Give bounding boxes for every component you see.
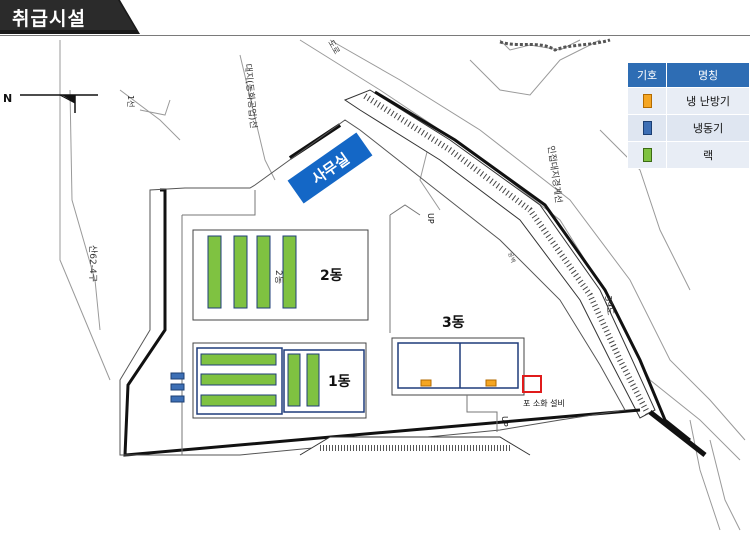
road-topmost-label: 도로	[326, 39, 341, 56]
fire-equipment-label: 포 소화 설비	[523, 398, 565, 408]
legend-header-symbol: 기호	[626, 62, 668, 88]
rack	[256, 235, 271, 309]
legend-name: 냉 난방기	[666, 87, 750, 115]
rack	[200, 373, 277, 386]
gate-line	[648, 410, 707, 457]
boundary-line-left	[123, 188, 641, 457]
legend-table: 기호 명칭 냉 난방기 냉동기 랙	[626, 62, 750, 169]
road-top-label: 대지(동화공업)선	[242, 63, 259, 129]
building-3-label: 3동	[442, 315, 465, 331]
rack-symbol-icon	[642, 148, 652, 162]
building-1-room-a	[196, 347, 283, 415]
north-arrow: N	[3, 92, 98, 113]
rack	[306, 353, 320, 407]
building-2	[192, 229, 369, 321]
rack	[233, 235, 248, 309]
freezer-unit	[170, 372, 185, 380]
legend-symbol-cell	[626, 141, 668, 169]
up-ramp-2	[466, 395, 498, 432]
legend-symbol-cell	[626, 114, 668, 142]
building-3-rooms	[397, 342, 519, 389]
building-2-inner-label: 2동	[273, 270, 284, 284]
road-number-label: 39도	[602, 295, 615, 316]
building-2-label: 2동	[320, 268, 343, 284]
building-1-label: 1동	[328, 374, 351, 390]
up-label-2: UP	[500, 416, 509, 427]
legend-name: 냉동기	[666, 114, 750, 142]
inner-road-corner	[182, 190, 256, 216]
header-tab-shape	[0, 0, 140, 34]
legend-header-name: 명칭	[666, 62, 750, 88]
slope-hatching	[343, 89, 656, 419]
building-1-room-b	[283, 349, 365, 413]
building-3	[391, 337, 525, 396]
legend-symbol-cell	[626, 87, 668, 115]
bottom-wall	[299, 436, 531, 456]
aircon-unit	[485, 379, 497, 387]
rack	[287, 353, 301, 407]
up-ramp-1	[389, 204, 421, 216]
up-label-1: UP	[426, 213, 435, 224]
page-title: 취급시설	[12, 8, 86, 30]
wall-label: 옹벽	[506, 251, 517, 264]
legend-name: 랙	[666, 141, 750, 169]
header-tab: 취급시설	[0, 0, 140, 34]
rack	[282, 235, 297, 309]
site-map: 2동 2동 1동 3동 포 소화 설비 UP UP 사무실 N 산62-4구 대…	[3, 38, 746, 531]
boundary-line-right	[374, 90, 691, 442]
north-label: N	[3, 92, 12, 105]
fire-equipment	[522, 375, 542, 393]
office-rect	[287, 132, 373, 204]
rack	[207, 235, 222, 309]
legend-row: 랙	[626, 141, 750, 169]
freezer-unit	[170, 383, 185, 391]
freezer-unit	[170, 395, 185, 403]
legend-row: 냉동기	[626, 114, 750, 142]
freezer-symbol-icon	[642, 121, 652, 135]
office-block: 사무실	[287, 132, 373, 204]
legend-row: 냉 난방기	[626, 87, 750, 115]
road-top-small-label: 1선	[126, 95, 135, 107]
top-road-edge	[499, 38, 611, 52]
road-left-label: 산62-4구	[87, 245, 98, 282]
site-outline	[119, 119, 626, 456]
road-right-label: 인접대지경계선	[545, 145, 565, 204]
aircon-symbol-icon	[642, 94, 652, 108]
rack	[200, 353, 277, 366]
header-bar: 취급시설	[0, 0, 750, 36]
aircon-unit	[420, 379, 432, 387]
rack	[200, 394, 277, 407]
